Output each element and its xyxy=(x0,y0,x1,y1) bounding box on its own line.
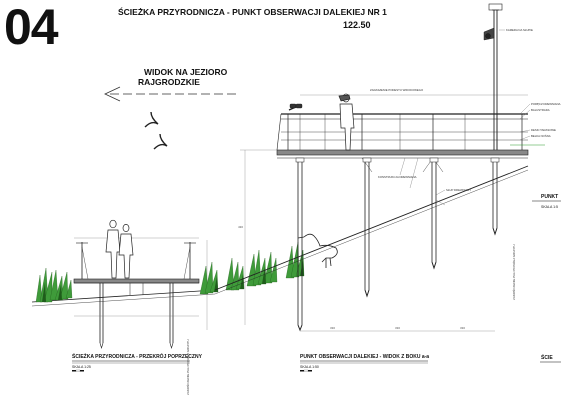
dimension-height: 430 xyxy=(238,225,244,229)
annotation-leaders xyxy=(399,29,531,206)
observer-figure xyxy=(338,93,355,151)
side-view-caption: PUNKT OBSERWACJI DALEKIEJ - WIDOK Z BOKU… xyxy=(300,354,430,360)
deck-top-note: ZADASZENIE PODESTU WIDOKOWEGO xyxy=(370,88,424,92)
people-figure xyxy=(105,219,134,279)
right-vertical-note: ZAKOŃCZENIE PALI PONIŻEJ GRUNTU xyxy=(512,244,516,300)
scale-bar xyxy=(72,369,312,372)
rail-note-a: PORĘCZ DREWNIANA xyxy=(531,102,561,106)
side-view-scale: SKALA 1:50 xyxy=(300,365,319,369)
pile-note-b: SŁUP DREWNIANY xyxy=(446,188,472,192)
dimension-2: 330 xyxy=(395,326,401,330)
camera-note: KAMERA NA SŁUPIE xyxy=(506,28,533,32)
pile-note-a: KONSTRUKCJA DREWNIANA xyxy=(378,175,417,179)
camera-pole xyxy=(488,3,503,150)
caption-underlines xyxy=(72,200,561,364)
view-direction-arrow xyxy=(104,86,240,102)
camera-icon xyxy=(483,27,495,41)
right-cut-scale: SKALA 1:5 xyxy=(541,205,558,209)
section-caption: ŚCIEŻKA PRZYRODNICZA - PRZEKRÓJ POPRZECZ… xyxy=(72,354,202,360)
left-vertical-note: ZAKOŃCZENIE PALI PONIŻEJ GRUNTU xyxy=(186,339,190,395)
terrain-slope xyxy=(214,165,529,295)
right-bottom-caption: ŚCIE xyxy=(541,355,553,361)
rail-note-b: BALUSTRADA xyxy=(531,108,550,112)
heron-icon xyxy=(297,233,338,268)
dimension-1: 330 xyxy=(330,326,336,330)
dimension-3: 330 xyxy=(460,326,466,330)
bird-icon xyxy=(144,111,168,150)
reeds-dark xyxy=(42,260,304,302)
section-scale: SKALA 1:25 xyxy=(72,365,91,369)
binoculars-icon xyxy=(289,103,303,109)
observation-platform xyxy=(240,94,545,332)
elevation-label: 122.50 xyxy=(343,20,371,30)
view-direction-line2: RAJGRODZKIE xyxy=(138,77,200,87)
sheet-number: 04 xyxy=(4,0,59,55)
rail-note-d: BELKA NOŚNA xyxy=(531,134,551,138)
right-cut-caption: PUNKT xyxy=(541,194,559,200)
drawing-title: ŚCIEŻKA PRZYRODNICZA - PUNKT OBSERWACJI … xyxy=(118,7,387,17)
rail-note-c: DESKI TARASOWE xyxy=(531,128,556,132)
view-direction-line1: WIDOK NA JEZIORO xyxy=(144,67,228,77)
